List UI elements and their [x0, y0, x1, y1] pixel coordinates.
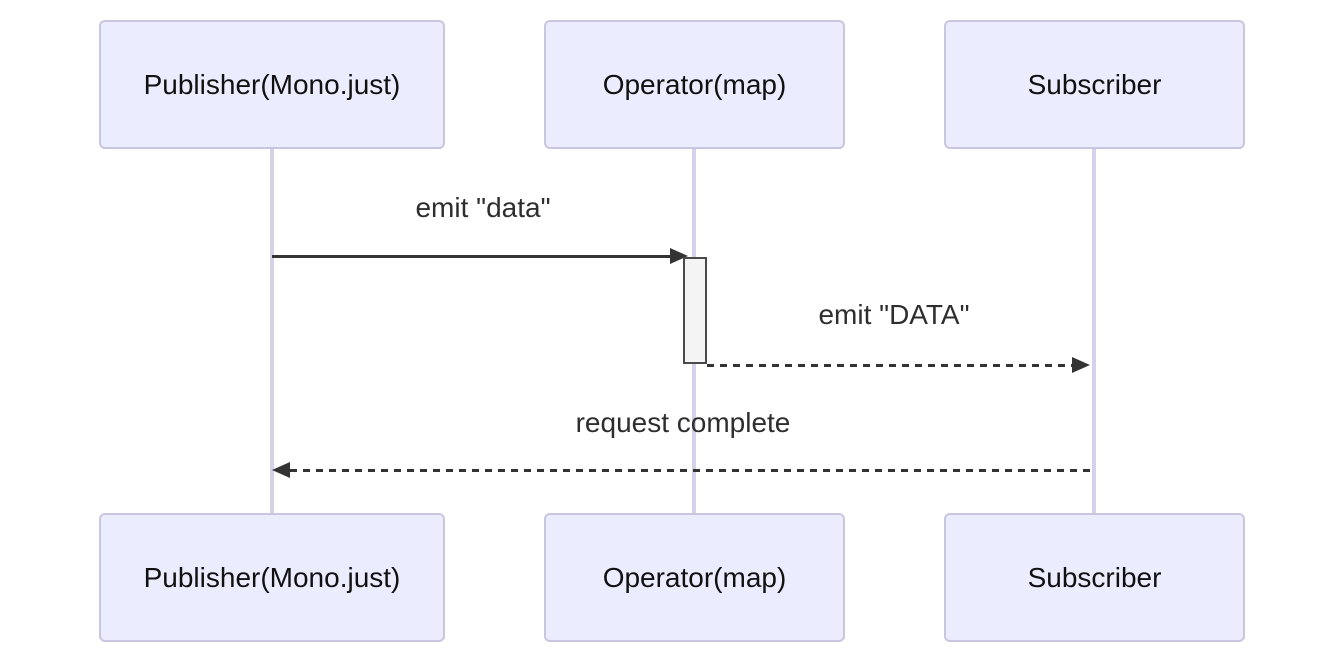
actor-top-publisher: Publisher(Mono.just): [99, 20, 445, 149]
actor-bottom-operator: Operator(map): [544, 513, 845, 642]
actor-bottom-publisher: Publisher(Mono.just): [99, 513, 445, 642]
actor-label: Subscriber: [1027, 561, 1162, 593]
activation-bar-operator: [683, 257, 707, 364]
lifeline-subscriber: [1092, 148, 1096, 514]
actor-bottom-subscriber: Subscriber: [944, 513, 1245, 642]
message-line-request-complete: [290, 469, 1094, 472]
message-line-emit-DATA: [707, 364, 1073, 367]
actor-top-subscriber: Subscriber: [944, 20, 1245, 149]
actor-label: Publisher(Mono.just): [143, 68, 401, 100]
actor-label: Subscriber: [1027, 68, 1162, 100]
arrowhead-right-icon: [1072, 357, 1090, 373]
lifeline-publisher: [270, 148, 274, 514]
arrowhead-left-icon: [272, 462, 290, 478]
message-label-emit-DATA: emit "DATA": [818, 299, 970, 330]
actor-label: Operator(map): [602, 561, 787, 593]
message-label-emit-data: emit "data": [415, 192, 551, 223]
actor-label: Operator(map): [602, 68, 787, 100]
actor-top-operator: Operator(map): [544, 20, 845, 149]
actor-label: Publisher(Mono.just): [143, 561, 401, 593]
message-label-request-complete: request complete: [575, 407, 791, 438]
message-line-emit-data: [272, 255, 672, 258]
